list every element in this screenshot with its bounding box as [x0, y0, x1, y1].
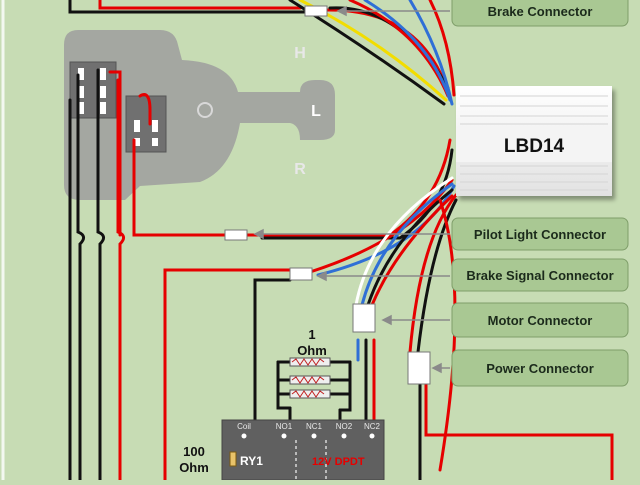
pilot-light-connector-box	[451, 217, 629, 251]
pivot-icon	[197, 102, 213, 118]
motor-connector-label: Motor Connector	[488, 313, 593, 328]
brake-signal-connector-box	[451, 258, 629, 292]
relay-ry1: Coil NO1 NC1 NO2 NC2 RY1 12V DPDT	[221, 419, 385, 481]
power-connector-box	[451, 349, 629, 387]
pilot-light-plug	[224, 229, 248, 241]
inline-plugs	[224, 5, 431, 385]
switch-terminals	[78, 68, 106, 114]
switch-contact-block-2	[125, 95, 167, 153]
position-high-label: H	[294, 45, 306, 62]
pilot-light-connector-label: Pilot Light Connector	[474, 227, 606, 242]
relay-terminals	[241, 433, 375, 439]
relay-coil-icon	[229, 451, 237, 467]
controller-name: LBD14	[504, 136, 565, 157]
hand-switch: H L R	[64, 30, 335, 200]
position-reverse-label: R	[294, 161, 306, 178]
resistor-100-value: 100	[183, 444, 205, 459]
brake-connector-box	[451, 0, 629, 27]
power-connector-label: Power Connector	[486, 361, 594, 376]
brake-signal-plug	[289, 267, 313, 281]
controller-ribs	[460, 95, 608, 191]
relay-pin-nc2: NC2	[364, 422, 381, 431]
lbd14-controller: LBD14	[456, 86, 612, 196]
relay-pin-nc1: NC1	[306, 422, 323, 431]
relay-pin-no1: NO1	[276, 422, 293, 431]
brake-plug	[304, 5, 328, 17]
switch-terminals-2	[134, 120, 158, 146]
relay-pin-coil: Coil	[237, 422, 251, 431]
relay-name: RY1	[240, 454, 263, 468]
relay-body	[221, 419, 385, 481]
connector-labels: Brake Connector Pilot Light Connector Br…	[451, 0, 629, 387]
brake-connector-label: Brake Connector	[488, 4, 593, 19]
brake-signal-connector-label: Brake Signal Connector	[466, 268, 613, 283]
resistor-100-unit: Ohm	[179, 460, 209, 475]
motor-plug	[352, 303, 376, 333]
callout-arrows	[253, 5, 450, 374]
power-plug	[407, 351, 431, 385]
resistor-bank	[289, 357, 331, 399]
relay-pin-no2: NO2	[336, 422, 353, 431]
relay-type: 12V DPDT	[312, 456, 365, 468]
motor-connector-box	[451, 302, 629, 338]
resistor-1-unit: Ohm	[297, 343, 327, 358]
position-low-label: L	[311, 103, 321, 120]
resistor-1-value: 1	[308, 327, 315, 342]
